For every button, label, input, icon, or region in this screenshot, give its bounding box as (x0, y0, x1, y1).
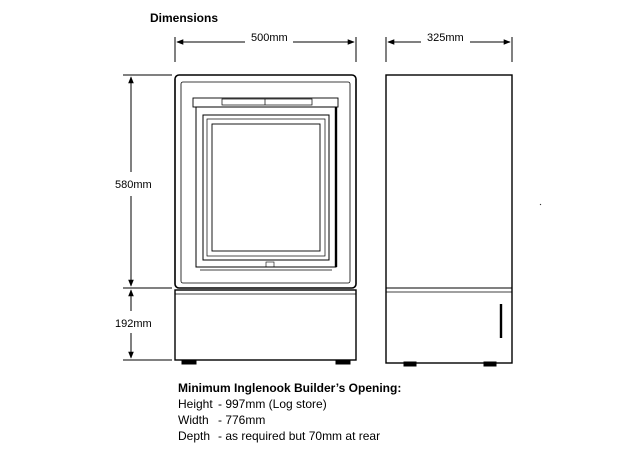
base-height-label: 192mm (115, 318, 152, 330)
spec-value: - 776mm (218, 413, 266, 427)
stove-front-view (174, 74, 357, 365)
spec-row-width: Width - 776mm (178, 412, 401, 428)
stove-side-view (385, 74, 542, 367)
spec-row-height: Height - 997mm (Log store) (178, 396, 401, 412)
diagram-title: Dimensions (150, 11, 219, 25)
stove-height-label: 580mm (115, 179, 152, 191)
spec-label: Height (178, 397, 213, 411)
depth-dimension-label: 325mm (427, 32, 464, 44)
width-dimension-arrow (174, 37, 357, 62)
spec-value: - 997mm (Log store) (218, 397, 327, 411)
depth-dimension-arrow (385, 37, 513, 62)
builders-opening-spec: Minimum Inglenook Builder’s Opening: Hei… (178, 380, 401, 444)
spec-label: Depth (178, 429, 211, 443)
width-dimension-label: 500mm (251, 32, 288, 44)
spec-label: Width (178, 413, 209, 427)
height-dimension-arrows (123, 74, 172, 361)
spec-value: - as required but 70mm at rear (218, 429, 381, 443)
spec-row-depth: Depth - as required but 70mm at rear (178, 428, 401, 444)
opening-heading: Minimum Inglenook Builder’s Opening: (178, 381, 402, 395)
